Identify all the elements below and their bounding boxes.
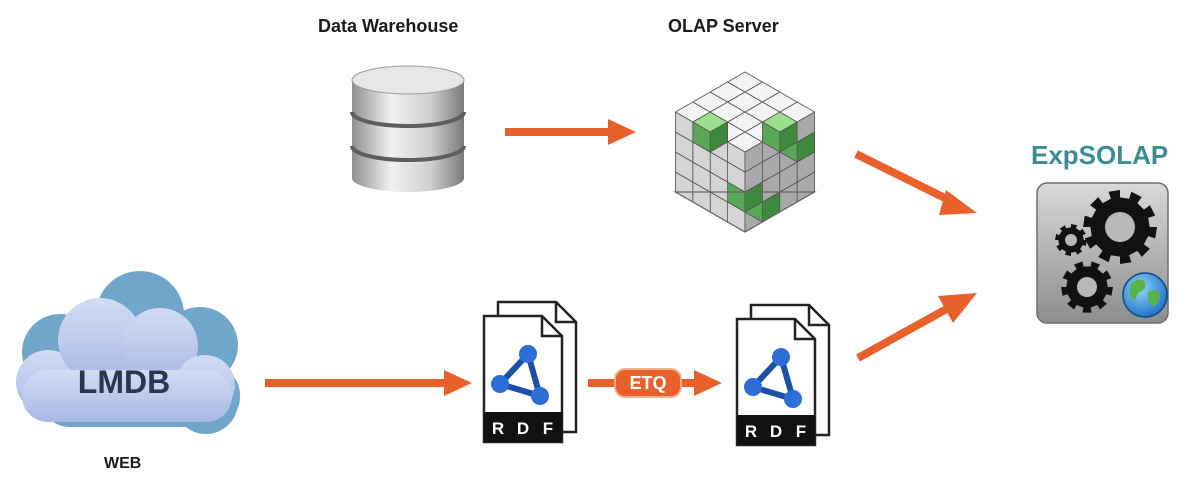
arrow-lmdb-to-rdf [265,370,472,396]
rdf-letter-f: F [543,419,553,438]
gear-icon [1083,190,1157,264]
arrow-rdf-to-expsolap [856,293,977,362]
data-warehouse-label: Data Warehouse [318,16,459,36]
gear-icon [1061,261,1113,313]
web-label: WEB [104,455,142,472]
olap-server-label: OLAP Server [668,16,779,36]
globe-icon [1122,272,1168,318]
etq-badge: ETQ [614,368,682,398]
rdf-letter-r: R [745,422,757,441]
cloud-icon: LMDB [16,271,240,434]
database-icon [350,65,466,192]
gear-icon [1055,224,1087,256]
rdf-letter-r: R [492,419,504,438]
olap-cube-icon [673,71,817,233]
arrow-olap-to-expsolap [854,150,977,215]
rdf-letter-d: D [517,419,529,438]
expsolap-tile [1036,182,1169,324]
etq-label: ETQ [629,373,666,393]
rdf-document-icon: R D F [735,303,831,447]
rdf-letter-f: F [796,422,806,441]
arrow-warehouse-to-olap [505,119,636,145]
rdf-document-icon: R D F [482,300,578,444]
lmdb-label: LMDB [78,364,170,400]
rdf-letter-d: D [770,422,782,441]
expsolap-title: ExpSOLAP [1031,140,1169,170]
